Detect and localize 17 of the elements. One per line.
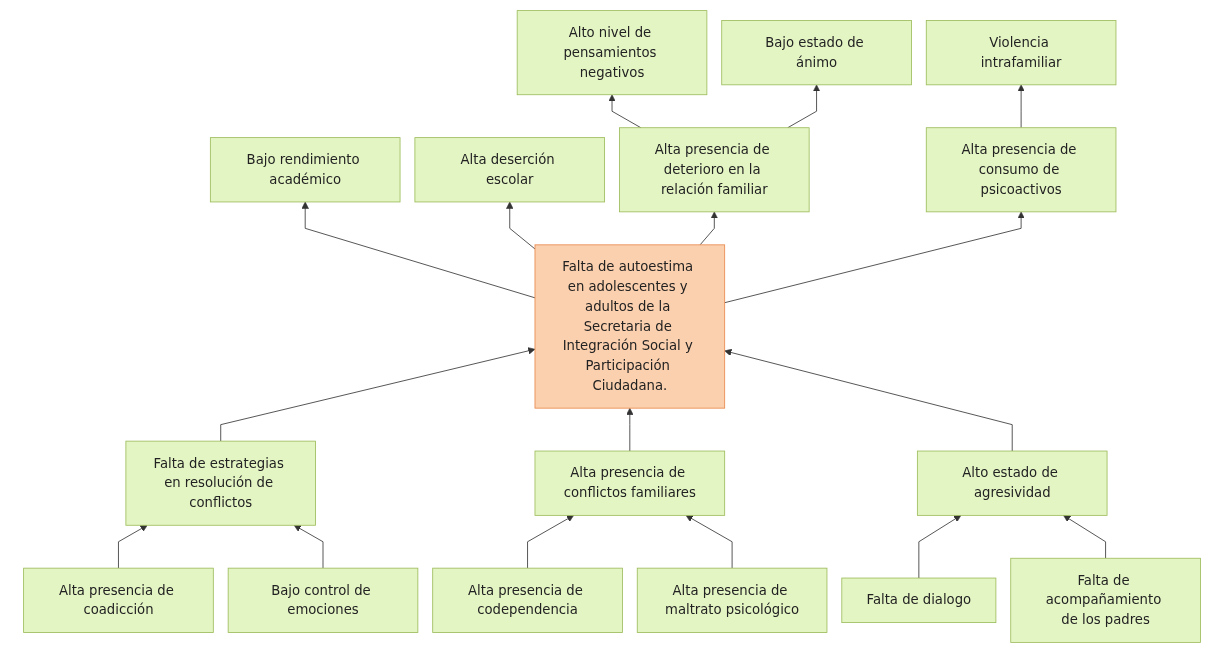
node-box: Alta deserción escolar — [414, 136, 605, 202]
node-box: Violencia intrafamiliar — [925, 19, 1117, 85]
node-box: Alta presencia de deterioro en la relación familiar — [619, 126, 810, 212]
node-box: Falta de dialogo — [841, 577, 997, 623]
node-box: Falta de acompañamiento de los padres — [1010, 557, 1201, 643]
node-box: Alto nivel de pensamientos negativos — [516, 9, 708, 95]
node-box: Bajo control de emociones — [227, 567, 419, 633]
node-box: Alto estado de agresividad — [916, 450, 1108, 516]
node-box: Alta presencia de codependencia — [432, 567, 623, 633]
node-box: Alta presencia de consumo de psicoactivos — [925, 126, 1117, 212]
node-box: Alta presencia de conflictos familiares — [534, 450, 726, 516]
node-box: Falta de autoestima en adolescentes y adultos de la Secretaria de Integración Social y Participación Ciudadana. — [534, 243, 726, 409]
node-box: Bajo rendimiento académico — [209, 136, 401, 202]
node-box: Alta presencia de maltrato psicológico — [636, 567, 828, 633]
node-box: Alta presencia de coadicción — [23, 567, 214, 633]
node-box: Bajo estado de ánimo — [721, 19, 912, 85]
node-box: Falta de estrategias en resolución de conflictos — [125, 440, 316, 526]
